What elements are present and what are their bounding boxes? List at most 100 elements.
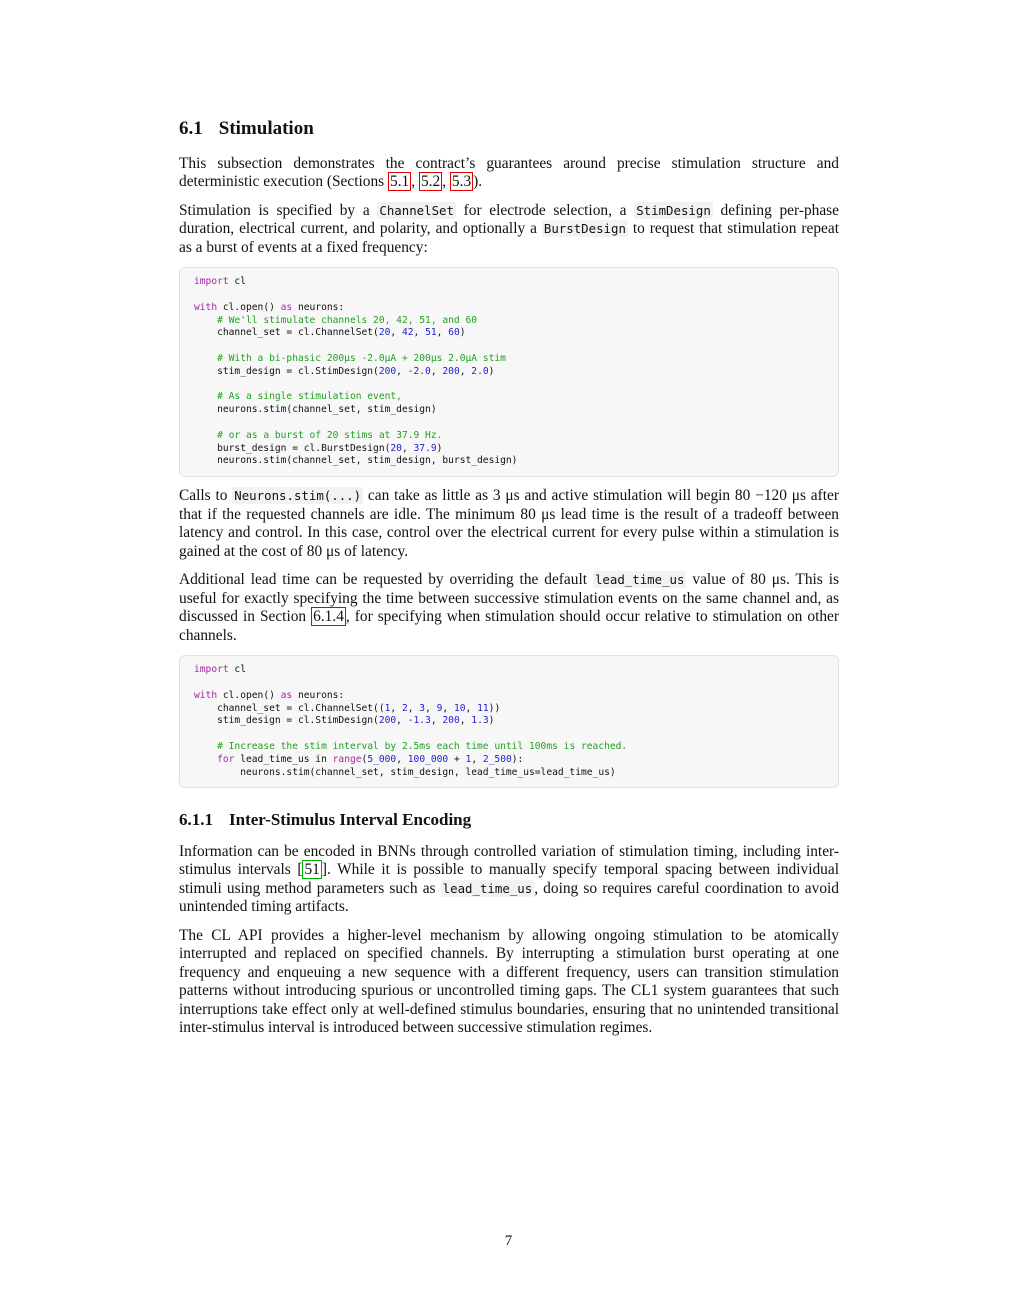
code-token: 11 — [477, 702, 489, 714]
code-block-stim-example: import cl with cl.open() as neurons: # W… — [179, 267, 839, 478]
code-token: stim_design = cl.StimDesign( — [194, 365, 379, 377]
code-token: 200 — [378, 365, 397, 377]
code-token: 37.9 — [413, 442, 437, 454]
section-ref-5-3[interactable]: 5.3 — [449, 172, 474, 192]
code-token: ) — [436, 442, 443, 454]
section-ref-6-1-4[interactable]: 6.1.4 — [311, 607, 346, 627]
code-token: ) — [488, 715, 495, 727]
code-token: range — [332, 753, 362, 765]
code-token: , — [425, 702, 437, 714]
text: to request that stimulation repeat as a … — [179, 220, 839, 256]
code-token: , — [436, 327, 449, 339]
citation-51[interactable]: 51 — [302, 860, 322, 880]
section-ref-5-1[interactable]: 5.1 — [388, 172, 412, 192]
code-token — [194, 741, 217, 752]
code-token: , — [401, 442, 414, 454]
code-token: # With a bi-phasic 200μs -2.0μA + 200μs … — [217, 353, 506, 365]
code-line — [194, 677, 824, 690]
code-token: as — [280, 301, 293, 313]
code-token: 20 — [378, 327, 391, 339]
code-line: channel_set = cl.ChannelSet(20, 42, 51, … — [194, 327, 824, 340]
code-token: , — [430, 365, 443, 377]
code-token: with — [194, 301, 218, 313]
code-line: neurons.stim(channel_set, stim_design) — [194, 404, 824, 417]
code-token: , — [407, 702, 420, 714]
code-line: # With a bi-phasic 200μs -2.0μA + 200μs … — [194, 353, 824, 366]
code-token: neurons.stim(channel_set, stim_design) — [194, 404, 437, 416]
code-token — [194, 430, 217, 441]
code-token: , — [390, 702, 402, 714]
text: Calls to — [179, 487, 233, 505]
code-token: 51 — [425, 327, 437, 339]
inline-code: BurstDesign — [541, 220, 628, 238]
code-token: lead_time_us in — [234, 753, 333, 765]
code-token: ) — [488, 365, 495, 377]
text: Information can be encoded in BNNs throu… — [179, 842, 839, 879]
code-token: as — [280, 689, 293, 701]
code-token: 5_000 — [367, 753, 397, 765]
code-token: cl — [228, 664, 246, 676]
paragraph-stim-spec: Stimulation is specified by a ChannelSet… — [179, 201, 839, 258]
text: , doing so requires careful coordination… — [179, 879, 839, 916]
code-token — [194, 391, 217, 402]
subsection-number: 6.1.1 — [179, 810, 213, 830]
text: Stimulation is specified by a — [179, 201, 378, 219]
section-title: Stimulation — [218, 118, 314, 139]
code-token: # or as a burst of 20 stims at 37.9 Hz. — [217, 429, 443, 441]
code-line: neurons.stim(channel_set, stim_design, l… — [194, 767, 824, 780]
code-token: , — [396, 365, 408, 377]
text: value of 80 μs. This is useful for exact… — [179, 571, 839, 626]
code-line: stim_design = cl.StimDesign(200, -1.3, 2… — [194, 715, 824, 728]
inline-code: lead_time_us — [592, 571, 687, 589]
code-token: )) — [488, 702, 501, 714]
code-token: , — [459, 715, 472, 727]
paragraph-lead-time: Additional lead time can be requested by… — [179, 571, 839, 645]
code-line: import cl — [194, 276, 824, 289]
code-token: 2 — [401, 702, 408, 714]
code-token: # As a single stimulation event, — [217, 391, 402, 403]
code-token: ): — [511, 753, 524, 765]
code-token: neurons: — [292, 689, 345, 701]
inline-code: ChannelSet — [377, 201, 456, 219]
text: for electrode selection, a — [455, 201, 635, 219]
section-ref-5-2[interactable]: 5.2 — [418, 172, 443, 192]
code-token: 20 — [390, 442, 402, 454]
code-block-lead-time-example: import cl with cl.open() as neurons: cha… — [179, 655, 839, 789]
inline-code: Neurons.stim(...) — [232, 487, 364, 505]
code-token: neurons.stim(channel_set, stim_design, b… — [194, 455, 518, 467]
code-token: , — [413, 327, 426, 339]
paragraph-intro: This subsection demonstrates the contrac… — [179, 155, 839, 192]
code-token: 2_500 — [482, 753, 512, 765]
code-token: , — [471, 753, 483, 765]
code-token: import — [194, 276, 229, 288]
code-token: import — [194, 664, 229, 676]
code-token: channel_set = cl.ChannelSet( — [194, 327, 379, 339]
page-number: 7 — [504, 1233, 513, 1249]
code-token: , — [396, 715, 408, 727]
code-token: cl.open() — [217, 301, 281, 313]
code-token: + — [448, 753, 466, 765]
code-token: 1 — [384, 702, 391, 714]
code-token: cl.open() — [217, 689, 281, 701]
code-token: # Increase the stim interval by 2.5ms ea… — [217, 741, 628, 753]
code-token: 9 — [436, 702, 443, 714]
code-token: 10 — [453, 702, 466, 714]
text: defining per-phase duration, electrical … — [179, 201, 839, 238]
code-line: with cl.open() as neurons: — [194, 690, 824, 703]
code-token: with — [194, 689, 218, 701]
code-token: stim_design = cl.StimDesign( — [194, 715, 379, 727]
code-token — [194, 315, 217, 326]
code-token — [194, 353, 217, 364]
text: This subsection demonstrates the contrac… — [179, 154, 839, 191]
code-token: , — [430, 715, 443, 727]
code-token: -2.0 — [407, 365, 431, 377]
code-line — [194, 340, 824, 353]
code-token: -1.3 — [407, 715, 431, 727]
text: can take as little as 3 μs and active st… — [179, 487, 839, 560]
code-line: burst_design = cl.BurstDesign(20, 37.9) — [194, 443, 824, 456]
text: , for specifying when stimulation should… — [179, 608, 839, 644]
code-token: 60 — [448, 327, 460, 339]
